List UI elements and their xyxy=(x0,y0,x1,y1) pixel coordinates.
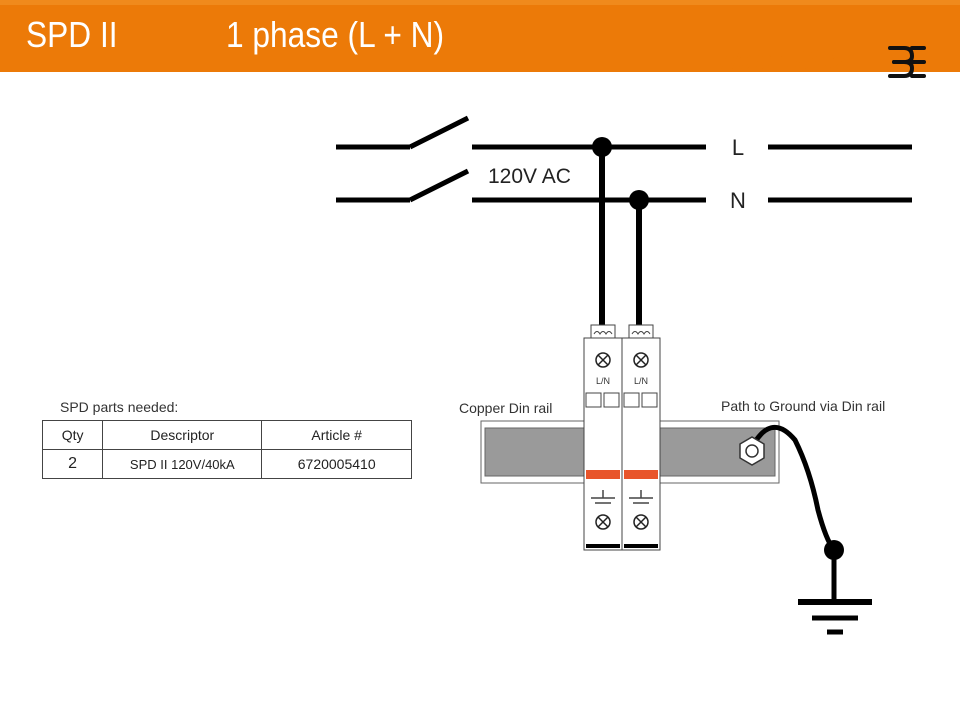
spd-module-1-indicator xyxy=(586,470,620,479)
ground-path-label: Path to Ground via Din rail xyxy=(721,398,885,414)
spd-module-2-label: L/N xyxy=(634,376,648,386)
spd-module-1-label: L/N xyxy=(596,376,610,386)
cell-article: 6720005410 xyxy=(261,449,412,479)
voltage-label: 120V AC xyxy=(488,165,571,188)
cell-descriptor: SPD II 120V/40kA xyxy=(102,449,263,479)
parts-caption: SPD parts needed: xyxy=(60,399,179,415)
spd-module-1: L/N xyxy=(583,324,623,551)
weidmuller-logo: Weidmüller xyxy=(706,36,946,86)
slide-subtitle: 1 phase (L + N) xyxy=(226,14,445,55)
cell-qty: 2 xyxy=(41,449,104,479)
title-strip xyxy=(0,0,960,5)
parts-table-header: Qty Descriptor Article # xyxy=(41,420,412,450)
logo-wordmark: Weidmüller xyxy=(714,44,853,75)
line-l xyxy=(336,115,912,150)
switch-n-icon xyxy=(408,168,470,203)
slide-title: SPD II xyxy=(26,14,118,55)
label-n: N xyxy=(730,188,746,213)
spd-module-2-window-right xyxy=(641,392,658,408)
spd-module-1-window-left xyxy=(585,392,602,408)
col-article: Article # xyxy=(261,420,412,450)
title-bar xyxy=(0,0,960,72)
spd-module-1-window-right xyxy=(603,392,620,408)
col-qty: Qty xyxy=(41,420,104,450)
junction-n-icon xyxy=(629,190,649,210)
label-l: L xyxy=(732,135,744,160)
ground-wire xyxy=(747,424,837,552)
junction-l-icon xyxy=(592,137,612,157)
logo-symbol-icon xyxy=(888,46,926,78)
line-n xyxy=(336,168,912,203)
ground-connection xyxy=(739,424,872,635)
parts-table: Qty Descriptor Article # 2 SPD II 120V/4… xyxy=(41,420,412,479)
col-descriptor: Descriptor xyxy=(102,420,263,450)
din-rail-label: Copper Din rail xyxy=(459,400,552,416)
switch-l-icon xyxy=(408,115,470,150)
spd-module-2-window-left xyxy=(623,392,640,408)
table-row: 2 SPD II 120V/40kA 6720005410 xyxy=(41,449,412,479)
spd-module-2-indicator xyxy=(624,470,658,479)
spd-module-2: L/N xyxy=(621,324,661,551)
